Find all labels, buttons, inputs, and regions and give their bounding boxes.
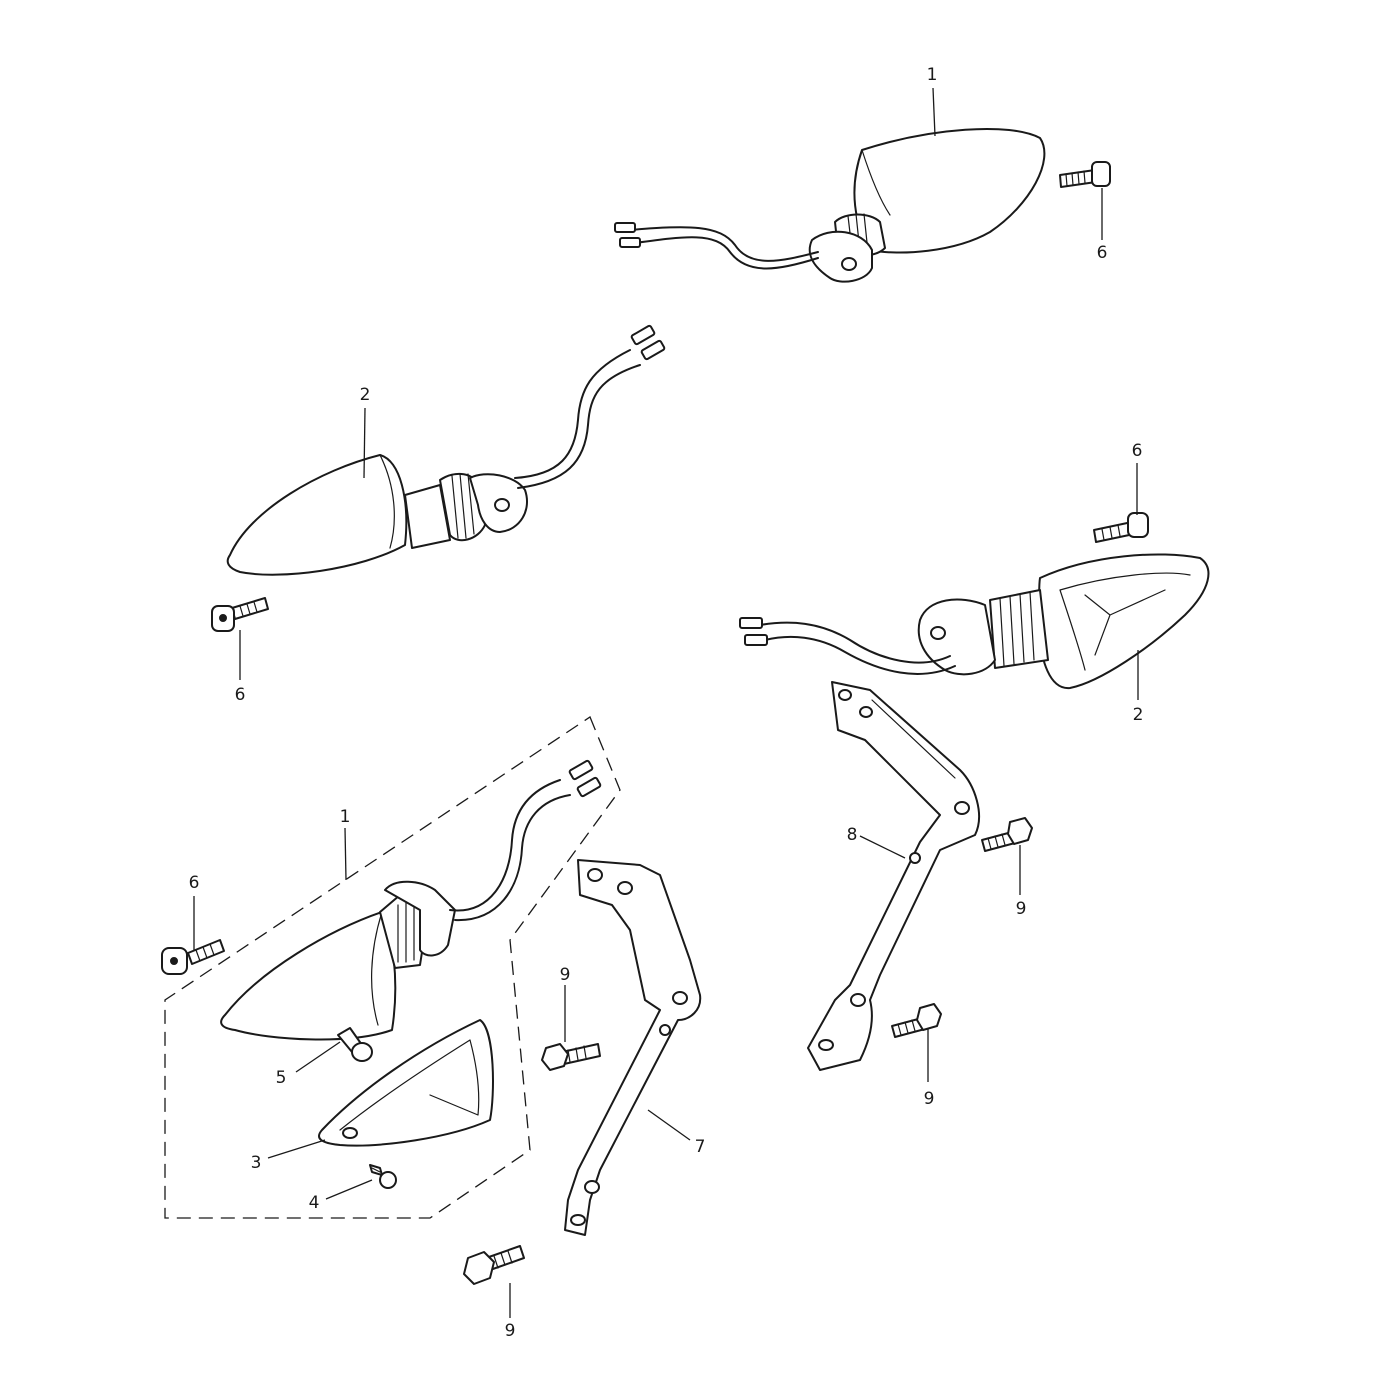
- callout-1-kit: 1: [340, 807, 351, 827]
- callout-9-right-lower: 9: [924, 1089, 935, 1109]
- callout-6-right: 6: [1132, 441, 1143, 461]
- callout-2-left: 2: [360, 385, 371, 405]
- indicator-assembly-kit: [220, 759, 602, 1041]
- callout-2-right: 2: [1133, 705, 1144, 725]
- callout-9-bottom: 9: [505, 1321, 516, 1341]
- indicator-left: [226, 324, 666, 576]
- bolt-bottom: [463, 1245, 525, 1285]
- bracket-left: [564, 859, 702, 1236]
- callout-labels: 1 6 2 6 6 2 1 6 5 3 4 9 7 9 8 9 9: [189, 65, 1144, 1341]
- bolt-right-lower: [891, 1003, 942, 1038]
- callout-5: 5: [276, 1068, 287, 1088]
- screw-right: [1093, 512, 1149, 543]
- screw-left: [211, 597, 269, 632]
- leader-lines: [193, 87, 1139, 1318]
- bolt-middle: [541, 1043, 601, 1071]
- callout-4: 4: [309, 1193, 320, 1213]
- callout-6-left: 6: [235, 685, 246, 705]
- screw-top: [1059, 161, 1111, 188]
- screw-small: [369, 1164, 397, 1189]
- callout-7: 7: [695, 1137, 706, 1157]
- indicator-assembly-top: [614, 128, 1046, 283]
- kit-outline: [164, 716, 621, 1219]
- callout-8: 8: [847, 825, 858, 845]
- bracket-right: [807, 681, 980, 1071]
- callout-6-top: 6: [1097, 243, 1108, 263]
- indicator-right: [739, 553, 1210, 690]
- callout-9-right-upper: 9: [1016, 899, 1027, 919]
- callout-9-mid: 9: [560, 965, 571, 985]
- callout-3: 3: [251, 1153, 262, 1173]
- bolt-right-upper: [981, 817, 1033, 852]
- callout-1-top: 1: [927, 65, 938, 85]
- callout-6-kit: 6: [189, 873, 200, 893]
- lens: [318, 1019, 494, 1147]
- bulb: [337, 1027, 373, 1062]
- screw-kit: [161, 939, 225, 975]
